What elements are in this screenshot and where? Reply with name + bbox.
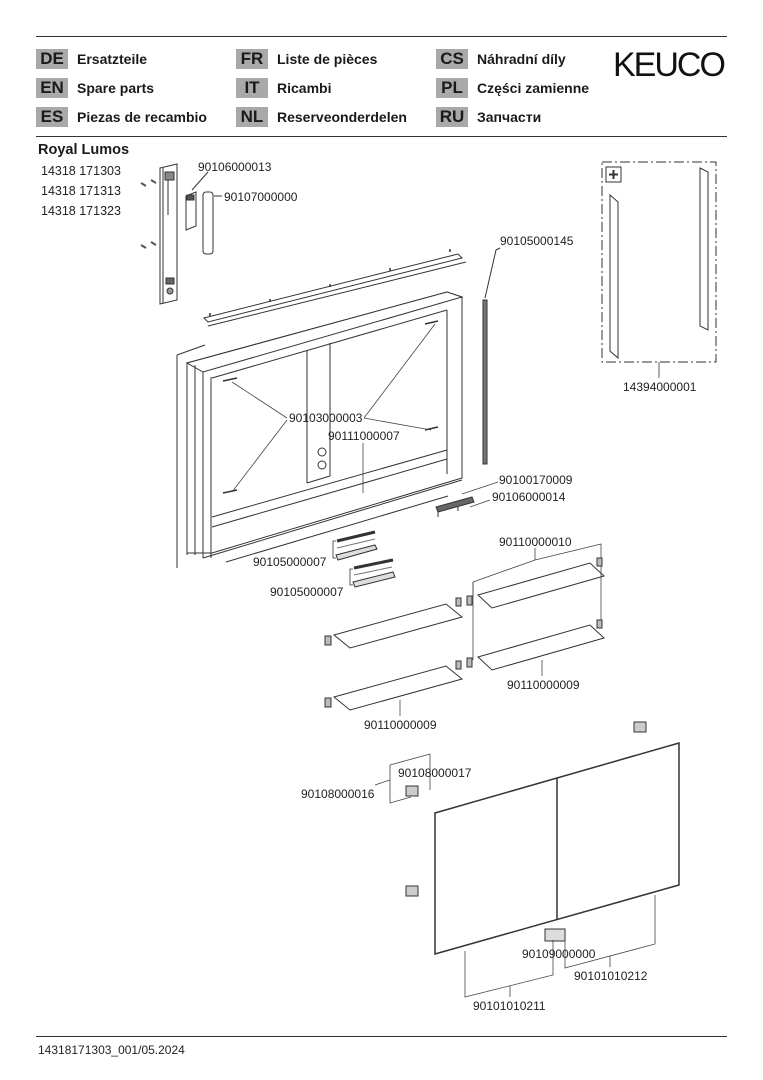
lang-code: ES bbox=[36, 107, 68, 127]
cabinet-body-part bbox=[176, 291, 464, 568]
lang-label: Liste de pièces bbox=[277, 51, 378, 67]
lang-code: PL bbox=[436, 78, 468, 98]
lang-row-nl: NL Reserveonderdelen bbox=[236, 107, 407, 127]
document-reference: 14318171303_001/05.2024 bbox=[38, 1043, 185, 1057]
lang-code: IT bbox=[236, 78, 268, 98]
control-panel-part bbox=[140, 163, 178, 305]
hinge-leaders bbox=[374, 753, 431, 804]
door-hinge-part bbox=[405, 721, 647, 897]
lang-label: Náhradní díly bbox=[477, 51, 566, 67]
lang-row-fr: FR Liste de pièces bbox=[236, 49, 377, 69]
product-variant: 14318 171323 bbox=[41, 204, 121, 218]
led-strip-part bbox=[482, 247, 501, 465]
lang-label: Spare parts bbox=[77, 80, 155, 96]
lang-label: Ricambi bbox=[277, 80, 332, 96]
light-module-part bbox=[435, 496, 475, 517]
driver-module-part bbox=[185, 171, 209, 231]
lang-label: Запчасти bbox=[477, 109, 542, 125]
part-label-90100170009: 90100170009 bbox=[499, 473, 573, 487]
lang-code: DE bbox=[36, 49, 68, 69]
product-title: Royal Lumos bbox=[38, 142, 130, 158]
part-label-90106000014: 90106000014 bbox=[492, 490, 566, 504]
product-variant: 14318 171313 bbox=[41, 184, 121, 198]
lang-row-it: IT Ricambi bbox=[236, 78, 331, 98]
lang-row-es: ES Piezas de recambio bbox=[36, 107, 207, 127]
lang-label: Ersatzteile bbox=[77, 51, 148, 67]
part-label-90110000009: 90110000009 bbox=[364, 718, 437, 732]
shelf-leaders bbox=[399, 543, 602, 716]
header-bottom-rule bbox=[36, 136, 727, 137]
lang-code: RU bbox=[436, 107, 468, 127]
lang-label: Piezas de recambio bbox=[77, 109, 207, 125]
brand-logo: KEUCO bbox=[613, 46, 726, 84]
part-label-90105000007: 90105000007 bbox=[270, 585, 344, 599]
lang-row-cs: CS Náhradní díly bbox=[436, 49, 566, 69]
part-label-90105000007: 90105000007 bbox=[253, 555, 327, 569]
lang-code: FR bbox=[236, 49, 268, 69]
lang-code: CS bbox=[436, 49, 468, 69]
optional-kit-box bbox=[601, 161, 717, 378]
part-label-90105000145: 90105000145 bbox=[500, 234, 574, 248]
part-label-90103000003: 90103000003 bbox=[289, 411, 363, 425]
lang-code: NL bbox=[236, 107, 268, 127]
shelf-clip-part bbox=[324, 557, 603, 708]
lang-label: Części zamienne bbox=[477, 80, 590, 96]
top-strip-part bbox=[203, 249, 467, 327]
mirror-doors-part bbox=[434, 742, 680, 955]
part-label-90110000009: 90110000009 bbox=[507, 678, 580, 692]
lang-row-de: DE Ersatzteile bbox=[36, 49, 147, 69]
header-top-rule bbox=[36, 36, 727, 37]
footer-rule bbox=[36, 1036, 727, 1037]
part-label-90110000010: 90110000010 bbox=[499, 535, 572, 549]
lang-label: Reserveonderdelen bbox=[277, 109, 407, 125]
part-label-90106000013: 90106000013 bbox=[198, 160, 272, 174]
lang-row-pl: PL Części zamienne bbox=[436, 78, 589, 98]
lang-code: EN bbox=[36, 78, 68, 98]
part-label-14394000001: 14394000001 bbox=[623, 380, 697, 394]
part-label-90111000007: 90111000007 bbox=[328, 429, 400, 443]
part-label-90108000016: 90108000016 bbox=[301, 787, 375, 801]
part-label-90101010211: 90101010211 bbox=[473, 999, 546, 1013]
door-leaders bbox=[464, 895, 656, 998]
shelf-part bbox=[332, 562, 605, 711]
part-label-90107000000: 90107000000 bbox=[224, 190, 298, 204]
part-label-90109000000: 90109000000 bbox=[522, 947, 596, 961]
part-label-90108000017: 90108000017 bbox=[398, 766, 472, 780]
part-label-90101010212: 90101010212 bbox=[574, 969, 648, 983]
leader-lines bbox=[231, 323, 499, 508]
product-variant: 14318 171303 bbox=[41, 164, 121, 178]
rail-set-part bbox=[332, 530, 396, 588]
lang-row-en: EN Spare parts bbox=[36, 78, 154, 98]
lang-row-ru: RU Запчасти bbox=[436, 107, 541, 127]
cover-profile-part bbox=[202, 191, 222, 255]
